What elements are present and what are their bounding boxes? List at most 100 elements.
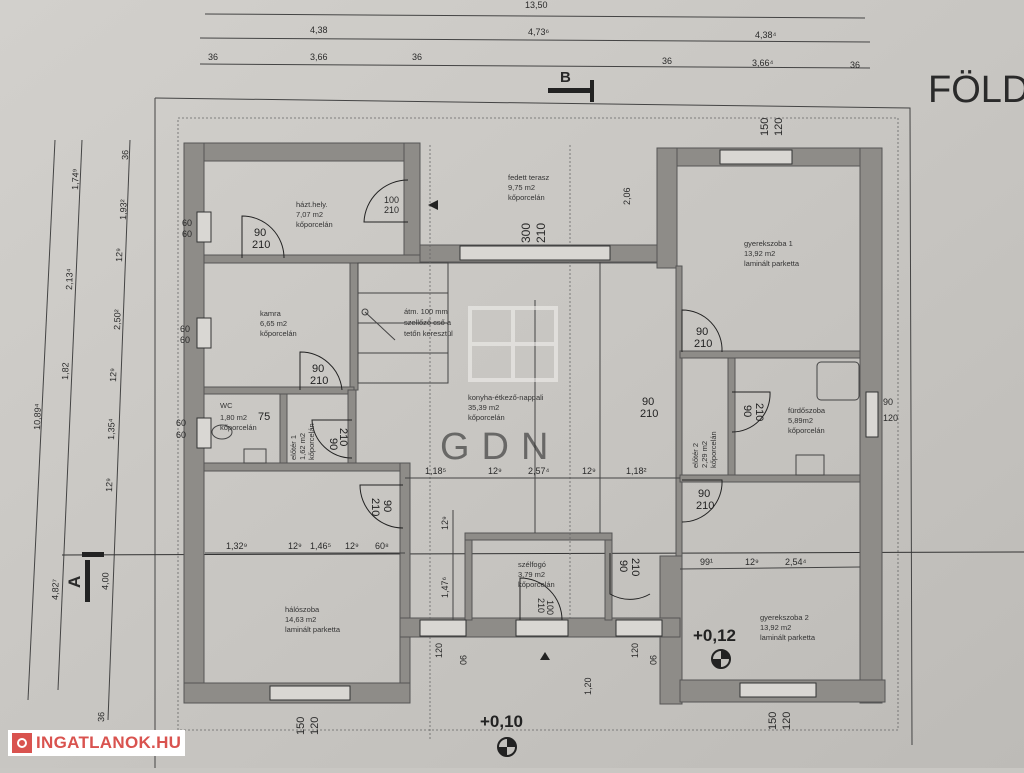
opening-width: 90	[883, 397, 893, 407]
dim: 1,74⁹	[70, 168, 81, 190]
dim: 36	[208, 52, 218, 62]
section-mark-b: B	[548, 69, 594, 102]
room-area: 1,80 m2	[220, 413, 247, 422]
note-line: átm. 100 mm	[404, 307, 448, 316]
room-area: 7,07 m2	[296, 210, 323, 219]
room-furdoszoba: fürdőszoba 5,89m2 kőporcelán	[788, 361, 860, 476]
dim: 12⁹	[582, 466, 596, 476]
washbasin-icon	[795, 454, 825, 476]
level-marker-012: +0,12	[693, 626, 736, 669]
room-name: előtér 1	[289, 435, 298, 460]
dim: 1,47⁶	[440, 576, 450, 598]
room-floor: laminált parketta	[285, 625, 341, 634]
room-name: hálószoba	[285, 605, 320, 614]
room-name: szélfogó	[518, 560, 546, 569]
room-gyerekszoba-1: gyerekszoba 1 13,92 m2 laminált parketta	[744, 239, 800, 268]
room-name: előtér 2	[691, 443, 700, 468]
dim: 2,54⁴	[785, 557, 807, 567]
dim: 36	[662, 56, 672, 66]
opening-height: 210	[534, 223, 548, 243]
opening-width: 150	[767, 712, 779, 730]
opening-width: 90	[312, 363, 324, 375]
opening-height: 210	[640, 408, 658, 420]
opening-height: 210	[629, 558, 641, 576]
opening-width: 75	[258, 411, 270, 423]
opening-width: 100	[545, 600, 555, 615]
room-area: 35,39 m2	[468, 403, 499, 412]
opening-width: 90	[327, 438, 339, 450]
dim: 12⁹	[104, 478, 114, 492]
room-area: 14,63 m2	[285, 615, 316, 624]
dim: 1,82	[60, 362, 71, 380]
room-haloszoba: hálószoba 14,63 m2 laminált parketta	[285, 605, 341, 634]
room-name: gyerekszoba 1	[744, 239, 793, 248]
room-floor: kőporcelán	[220, 423, 257, 432]
inner-dimensions: 1,18⁵ 12⁹ 2,57⁴ 12⁹ 1,18² 1,32⁹ 12⁹ 1,46…	[205, 466, 861, 620]
opening-width: 90	[254, 227, 266, 239]
dim: 1,46⁵	[310, 541, 332, 551]
opening-height: 210	[369, 498, 381, 516]
opening-width: 100	[384, 195, 399, 205]
dim: 12⁹	[345, 541, 359, 551]
room-floor: laminált parketta	[744, 259, 800, 268]
opening-height: 210	[252, 239, 270, 251]
top-dimensions: 13,50 4,38 4,73⁶ 4,38⁴ 36 3,66 36 36 3,6…	[199, 0, 871, 70]
dim: 2,13⁴	[64, 268, 75, 290]
opening-width: 90	[648, 655, 658, 665]
opening-height: 60	[182, 229, 192, 239]
dim: 3,66⁴	[752, 58, 774, 68]
opening-width: 90	[642, 396, 654, 408]
opening-width: 150	[295, 717, 307, 735]
terrace-depth: 2,06	[622, 187, 632, 205]
opening-height: 60	[176, 430, 186, 440]
dim: 3,66	[310, 52, 328, 62]
doors	[241, 179, 771, 660]
level-label: +0,10	[480, 712, 523, 731]
opening-width: 60	[176, 418, 186, 428]
room-szelfogo: szélfogó 3,79 m2 kőporcelán	[518, 560, 555, 589]
room-name: WC	[220, 401, 233, 410]
room-floor: kőporcelán	[518, 580, 555, 589]
room-kamra: kamra 6,65 m2 kőporcelán	[260, 309, 297, 338]
room-name: fedett terasz	[508, 173, 550, 182]
level-marker-010: +0,10	[480, 712, 523, 757]
room-hazt-hely: házt.hely. 7,07 m2 kőporcelán	[296, 200, 333, 229]
room-area: 13,92 m2	[760, 623, 791, 632]
opening-height: 120	[781, 712, 793, 730]
opening-height: 210	[536, 598, 546, 613]
room-area: 13,92 m2	[744, 249, 775, 258]
dim-total-height: 10,89⁴	[32, 403, 43, 430]
room-area: 6,65 m2	[260, 319, 287, 328]
room-fedett-terasz: fedett terasz 9,75 m2 kőporcelán	[508, 173, 550, 202]
logo-house-icon	[12, 733, 32, 753]
opening-height: 120	[773, 118, 785, 136]
dim: 36	[120, 150, 130, 160]
room-floor: kőporcelán	[296, 220, 333, 229]
dim: 1,18²	[626, 466, 647, 476]
dim: 60⁸	[375, 541, 389, 551]
opening-height: 210	[384, 205, 399, 215]
room-floor: kőporcelán	[260, 329, 297, 338]
opening-height: 210	[310, 375, 328, 387]
room-name: gyerekszoba 2	[760, 613, 809, 622]
walls	[183, 142, 886, 705]
room-floor: kőporcelán	[508, 193, 545, 202]
left-dimensions: 10,89⁴ 1,74⁹ 2,13⁴ 1,82 4,82⁷ 36 1,93² 1…	[27, 139, 131, 722]
logo-text: INGATLANOK.HU	[36, 733, 182, 752]
room-konyha-etkezo-nappali: konyha-étkező-nappali 35,39 m2 kőporcelá…	[468, 393, 544, 422]
dim: 1,18⁵	[425, 466, 447, 476]
room-area: 2,29 m2	[700, 441, 709, 468]
room-name: kamra	[260, 309, 282, 318]
room-floor: kőporcelán	[709, 431, 718, 468]
dim: 12⁹	[108, 368, 118, 382]
toilet-icon	[211, 424, 233, 440]
windows	[196, 149, 879, 701]
room-eloter-1: előtér 1 1,62 m2 kőporcelán	[289, 423, 316, 460]
dim: 2,57⁴	[528, 466, 550, 476]
dim: 12⁹	[745, 557, 759, 567]
ingatlanok-logo: INGATLANOK.HU	[8, 730, 186, 756]
room-area: 3,79 m2	[518, 570, 545, 579]
plan-title: FÖLD	[928, 69, 1024, 111]
opening-width: 90	[696, 326, 708, 338]
